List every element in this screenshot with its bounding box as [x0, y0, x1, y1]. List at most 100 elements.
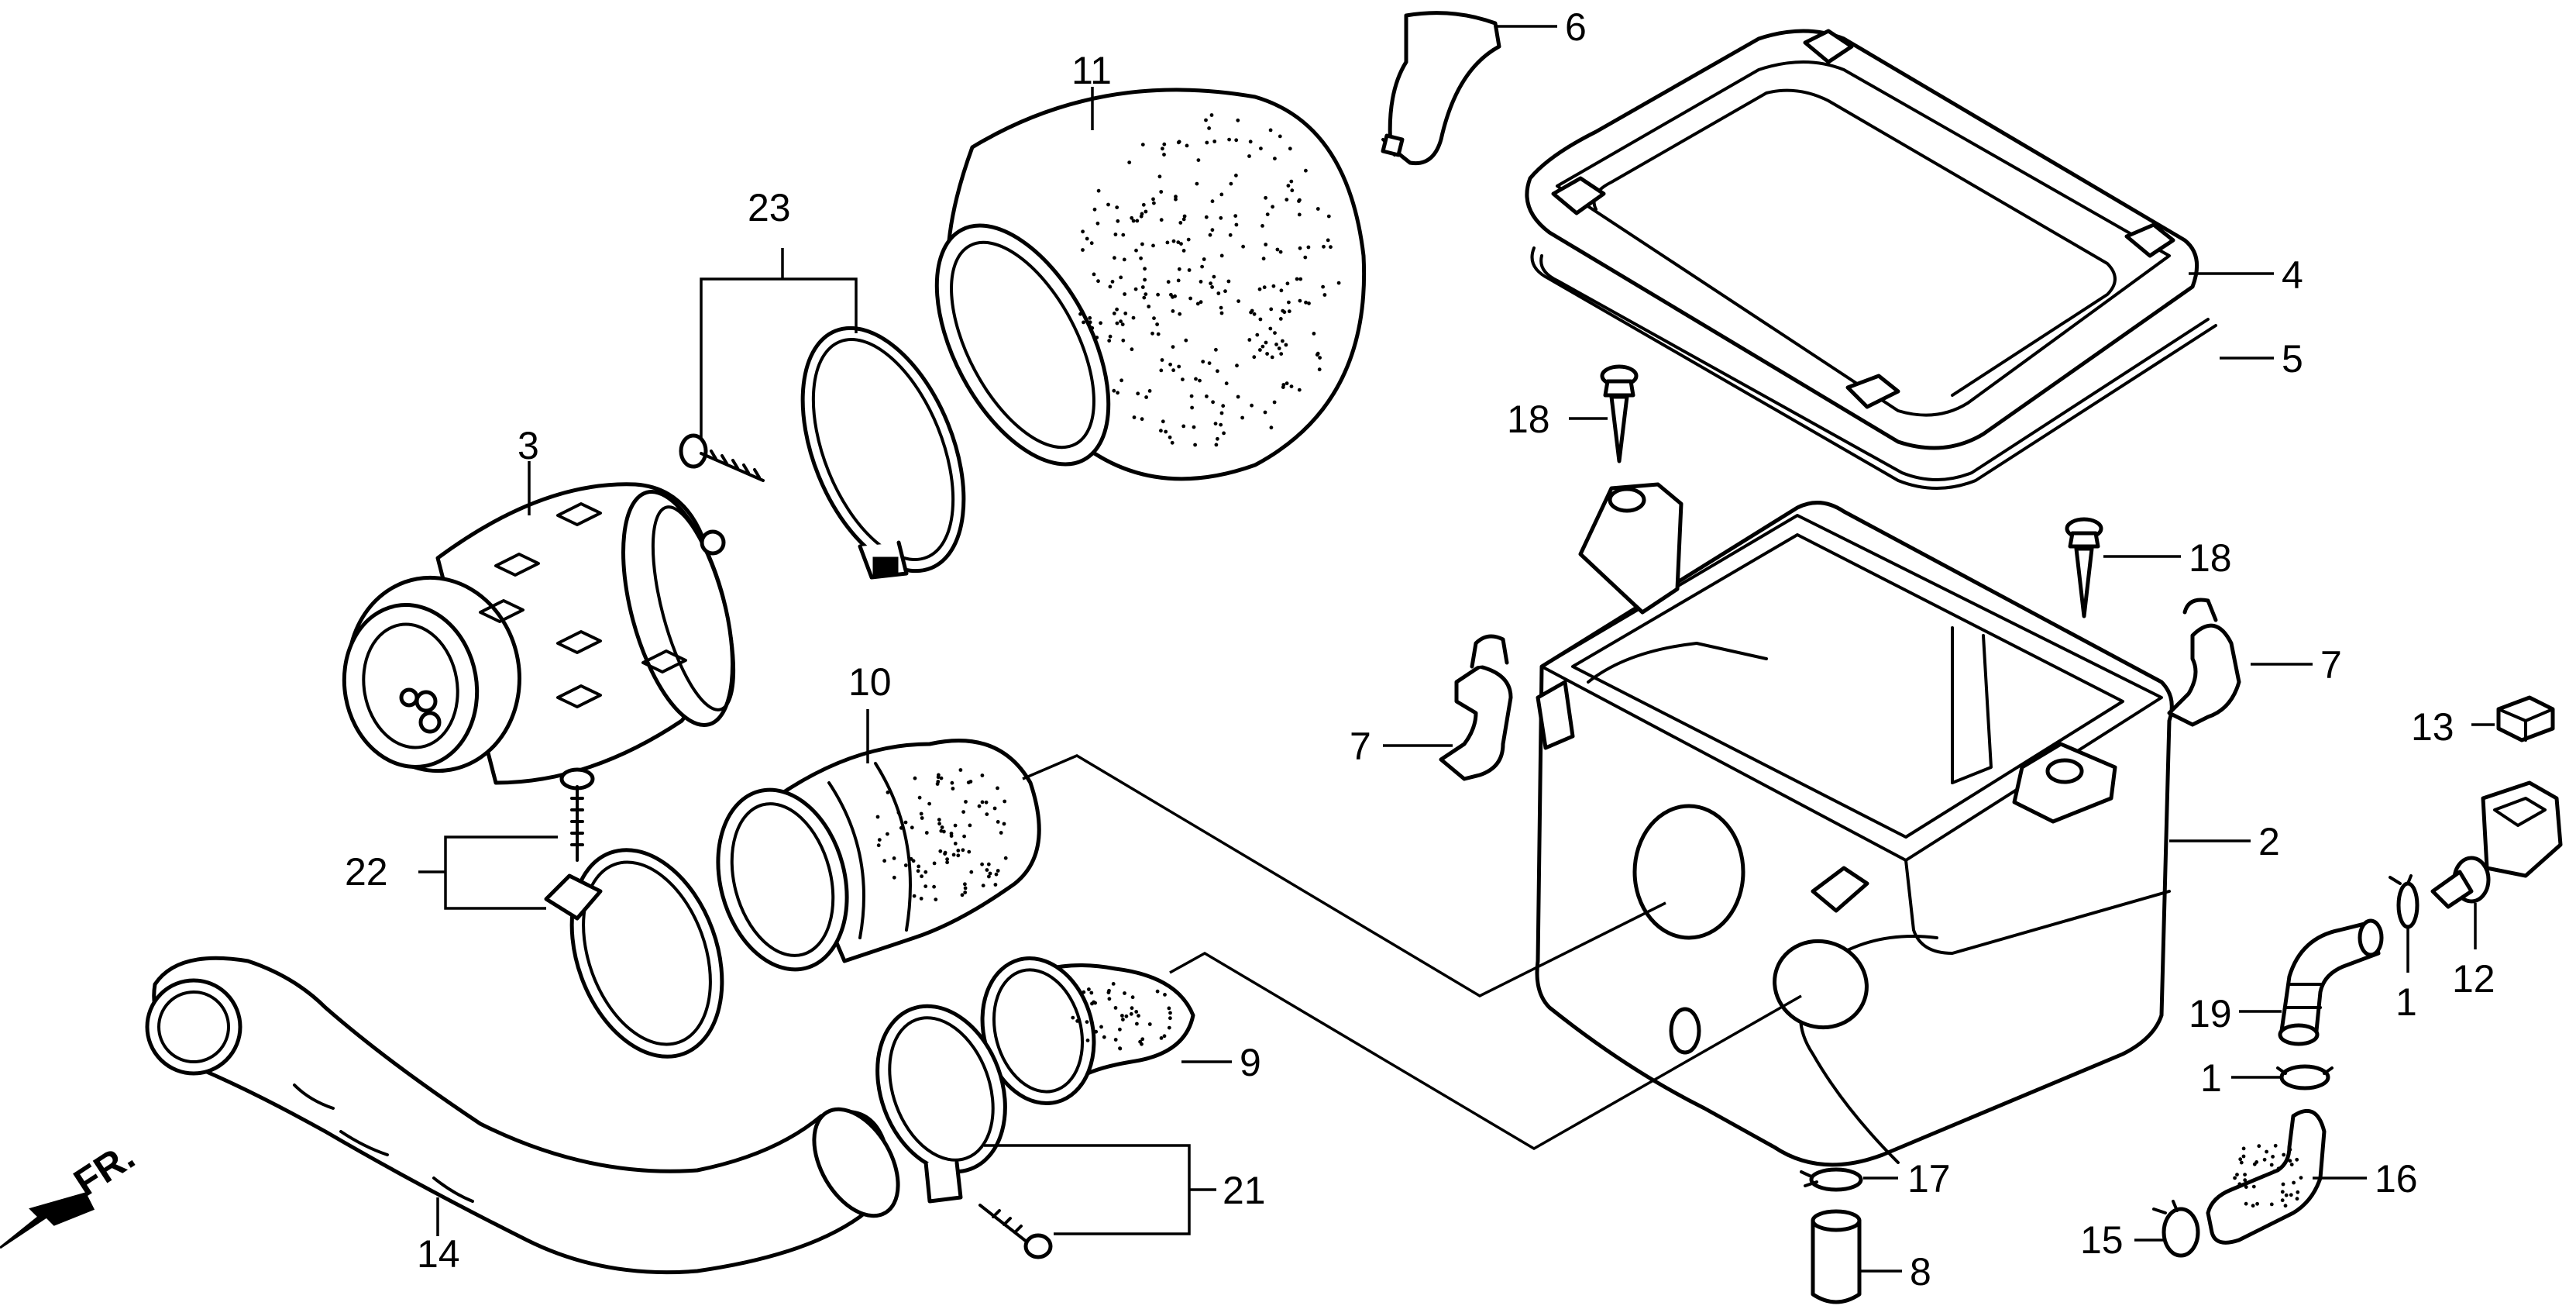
part-10-connecting-tube[interactable]	[699, 739, 1041, 984]
part-5-seal[interactable]	[1530, 246, 2217, 490]
foam-texture-dot	[1227, 137, 1231, 142]
foam-texture-dot	[1099, 321, 1102, 326]
foam-texture-dot	[1240, 415, 1244, 420]
foam-texture-dot	[1187, 268, 1192, 272]
part-18-clip-lower[interactable]	[2065, 517, 2103, 618]
foam-texture-dot	[1171, 239, 1176, 243]
foam-texture-dot	[1130, 995, 1135, 1000]
foam-texture-dot	[1185, 143, 1189, 148]
foam-texture-dot	[1085, 1039, 1090, 1042]
foam-texture-dot	[1135, 219, 1140, 223]
part-11-filter-element[interactable]	[901, 88, 1367, 492]
foam-texture-dot	[2233, 1176, 2237, 1180]
part-7-clip-left[interactable]	[1439, 634, 1513, 781]
part-15-clip[interactable]	[2152, 1200, 2200, 1258]
part-2-air-cleaner-case[interactable]	[1535, 482, 2174, 1167]
foam-texture-dot	[1208, 233, 1212, 237]
foam-texture-dot	[1116, 391, 1119, 395]
foam-texture-dot	[903, 820, 908, 825]
part-8-drain-tube[interactable]	[1811, 1209, 1862, 1304]
foam-texture-dot	[980, 773, 985, 777]
callout-1-upper: 1	[2395, 980, 2417, 1024]
foam-texture-dot	[958, 768, 963, 772]
foam-texture-dot	[927, 801, 931, 806]
foam-texture-dot	[1118, 1046, 1123, 1051]
foam-texture-dot	[1317, 367, 1322, 372]
foam-texture-dot	[939, 829, 944, 833]
part-16-drain-hose[interactable]	[2206, 1108, 2327, 1245]
foam-texture-dot	[1171, 295, 1175, 299]
part-1-hose-clip-upper[interactable]	[2389, 874, 2420, 929]
foam-texture-dot	[1188, 296, 1192, 301]
part-3-element-holder[interactable]	[332, 481, 754, 785]
part-18-clip-upper[interactable]	[1600, 364, 1639, 463]
part-14-intake-duct[interactable]	[145, 956, 915, 1275]
foam-texture-dot	[1165, 240, 1170, 245]
foam-texture-dot	[1174, 195, 1178, 199]
leader-lines	[436, 25, 2495, 1273]
foam-texture-dot	[1304, 168, 1308, 173]
foam-texture-dot	[1087, 987, 1091, 991]
foam-texture-dot	[1229, 181, 1233, 186]
part-23-band-clamp[interactable]	[771, 305, 996, 594]
foam-texture-dot	[1159, 218, 1164, 222]
callout-14: 14	[417, 1232, 460, 1276]
foam-texture-dot	[1168, 362, 1172, 367]
foam-texture-dot	[1176, 278, 1181, 283]
callout-12: 12	[2452, 957, 2495, 1001]
foam-texture-dot	[1271, 284, 1276, 288]
foam-texture-dot	[2276, 1166, 2281, 1171]
foam-texture-dot	[917, 864, 921, 869]
part-1-hose-clip-lower[interactable]	[2276, 1064, 2334, 1090]
foam-texture-dot	[934, 897, 938, 901]
foam-texture-dot	[2282, 1152, 2286, 1157]
part-6-bracket[interactable]	[1381, 11, 1501, 166]
foam-texture-dot	[1136, 391, 1140, 396]
part-23-screw[interactable]	[679, 433, 765, 482]
foam-texture-dot	[1298, 246, 1302, 250]
part-17-clip[interactable]	[1800, 1167, 1863, 1192]
foam-texture-dot	[980, 862, 984, 866]
callout-18-lower: 18	[2189, 536, 2232, 580]
foam-texture-dot	[1265, 212, 1270, 216]
foam-texture-dot	[1209, 281, 1212, 286]
part-12-drain-joint[interactable]	[2430, 780, 2563, 909]
callout-22: 22	[345, 850, 388, 894]
foam-texture-dot	[1159, 1036, 1164, 1040]
foam-texture-dot	[2272, 1169, 2277, 1173]
foam-texture-dot	[1204, 215, 1209, 219]
part-22-band-clamp[interactable]	[544, 829, 749, 1078]
foam-texture-dot	[1143, 267, 1147, 271]
part-9-air-funnel[interactable]	[967, 946, 1195, 1116]
foam-texture-dot	[1199, 280, 1203, 284]
foam-texture-dot	[1261, 257, 1266, 261]
foam-texture-dot	[1113, 256, 1116, 260]
foam-texture-dot	[1259, 146, 1263, 151]
part-13-cap[interactable]	[2496, 695, 2555, 742]
foam-texture-dot	[1200, 264, 1204, 269]
foam-texture-dot	[1121, 233, 1126, 237]
foam-texture-dot	[2288, 1159, 2292, 1163]
foam-texture-dot	[1119, 319, 1123, 324]
part-7-clip-right[interactable]	[2167, 598, 2241, 727]
foam-texture-dot	[1297, 388, 1302, 392]
foam-texture-dot	[1161, 146, 1164, 151]
foam-texture-dot	[1281, 383, 1286, 387]
part-19-elbow-hose[interactable]	[2278, 918, 2384, 1046]
foam-texture-dot	[1111, 982, 1116, 986]
foam-texture-dot	[1264, 195, 1267, 200]
foam-texture-dot	[967, 849, 972, 854]
foam-texture-dot	[1279, 288, 1284, 293]
part-22-screw[interactable]	[559, 767, 595, 862]
foam-texture-dot	[1326, 238, 1330, 243]
part-4-case-cover[interactable]	[1525, 29, 2199, 450]
foam-texture-dot	[1107, 997, 1112, 1001]
foam-texture-dot	[2239, 1160, 2244, 1165]
foam-texture-dot	[1171, 309, 1175, 313]
foam-texture-dot	[913, 776, 917, 780]
foam-texture-dot	[1152, 201, 1156, 205]
callout-1-lower: 1	[2200, 1056, 2222, 1100]
foam-texture-dot	[1289, 179, 1294, 184]
part-21-band-clamp[interactable]	[855, 988, 1027, 1204]
part-21-screw[interactable]	[978, 1204, 1053, 1259]
